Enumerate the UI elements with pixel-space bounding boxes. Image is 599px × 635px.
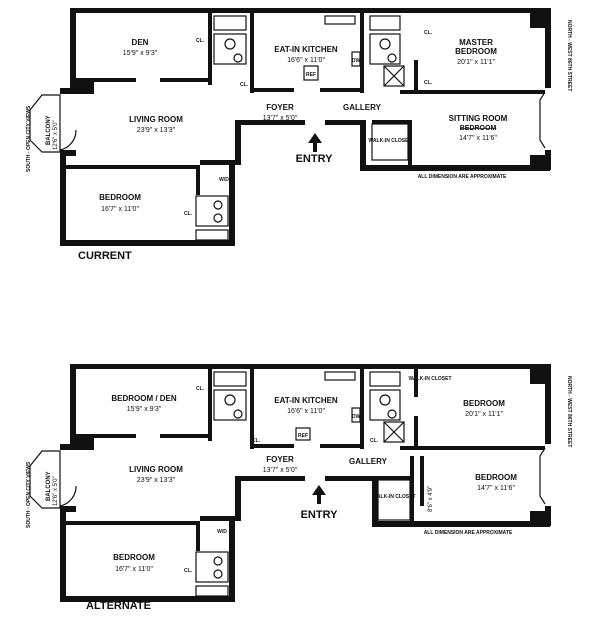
walkin-closet-box: [371, 123, 409, 161]
closet-label-4-alt: CL.: [184, 568, 193, 574]
bedroom-name: BEDROOM: [99, 193, 141, 202]
ref-label: REF: [306, 72, 316, 78]
plan-caption-alternate: ALTERNATE: [86, 600, 151, 612]
kitchen-dims-alt: 16'6" x 11'0": [287, 408, 325, 415]
south-label-alt: SOUTH - OPEN CITY VIEWS: [26, 461, 32, 528]
balcony-name: BALCONY: [46, 115, 52, 145]
foyer-dims: 13'7" x 5'0": [263, 115, 298, 122]
entry-arrow-alt: [312, 485, 326, 504]
balcony-name-alt: BALCONY: [46, 471, 52, 501]
outer-walls: [60, 8, 551, 246]
kitchen-name-alt: EAT-IN KITCHEN: [274, 396, 338, 405]
bedroom-name-alt: BEDROOM: [113, 553, 155, 562]
entry-label-alt: ENTRY: [301, 509, 339, 521]
bay-window: [539, 91, 546, 149]
closet-label-2-alt: CL.: [252, 438, 261, 444]
south-label: SOUTH - OPEN CITY VIEWS: [26, 105, 32, 172]
north-label: NORTH - WEST 86TH STREET: [566, 20, 572, 91]
closet-label-3-alt: CL.: [370, 438, 379, 444]
balcony: [29, 94, 77, 153]
den-name-alt: BEDROOM / DEN: [111, 394, 177, 403]
entry-label: ENTRY: [296, 153, 334, 165]
master-name-alt: BEDROOM: [463, 399, 505, 408]
bedroom-dims-alt: 16'7" x 11'0": [115, 566, 153, 573]
closet-label-3: CL.: [424, 80, 433, 86]
sitting-dims: 14'7" x 11'6": [459, 135, 497, 142]
sitting-name: SITTING ROOM: [449, 114, 508, 123]
closet-label-2: CL.: [424, 30, 433, 36]
sitting-name-alt: BEDROOM: [475, 473, 517, 482]
living-dims: 23'9" x 13'3": [137, 127, 176, 134]
closet-label-1-alt: CL.: [196, 386, 205, 392]
living-dims-alt: 23'9" x 13'3": [137, 477, 176, 484]
plan-current: SOUTH - OPEN CITY VIEWS NORTH - WEST 86T…: [26, 8, 572, 262]
approx-note-alt: ALL DIMENSION ARE APPROXIMATE: [424, 530, 513, 536]
closet-label-5: CL.: [184, 211, 193, 217]
den-name: DEN: [132, 38, 149, 47]
living-name-alt: LIVING ROOM: [129, 465, 183, 474]
north-label-alt: NORTH - WEST 86TH STREET: [566, 376, 572, 447]
walkin-closet-box-alt: [377, 479, 411, 521]
gallery-label-alt: GALLERY: [349, 457, 388, 466]
foyer-name: FOYER: [266, 103, 294, 112]
balcony-dims: 12'6" x 5'0": [53, 120, 59, 150]
fixtures-alt: [195, 371, 405, 597]
entry-arrow: [308, 133, 322, 152]
kitchen-dims: 16'6" x 11'0": [287, 57, 325, 64]
interior-walls-alt: [66, 369, 545, 551]
master-dims-alt: 20'1" x 11'1": [465, 411, 503, 418]
den-dims: 15'9" x 9'3": [123, 50, 158, 57]
living-name: LIVING ROOM: [129, 115, 183, 124]
master-name-2: BEDROOM: [455, 47, 497, 56]
ref-label-alt: REF: [298, 433, 308, 439]
walkin-label-alt: WALK-IN CLOSET: [372, 494, 415, 500]
sitting-name-2: BEDROOM: [460, 125, 497, 132]
interior-walls: [66, 13, 545, 195]
closet-label-1: CL.: [196, 38, 205, 44]
kitchen-name: EAT-IN KITCHEN: [274, 45, 338, 54]
fixtures: [195, 15, 405, 241]
bedroom-dims: 16'7" x 11'0": [101, 206, 139, 213]
balcony-dims-alt: 12'6" x 5'0": [53, 476, 59, 506]
dw-label-alt: DW: [352, 414, 361, 420]
extra-dims-alt: 8'6" x 4'9": [428, 486, 434, 512]
outer-walls-alt: [60, 364, 551, 602]
plan-alternate: SOUTH - OPEN CITY VIEWS NORTH - WEST 86T…: [26, 364, 572, 612]
master-name: MASTER: [459, 38, 493, 47]
balcony-alt: [29, 450, 77, 509]
walkin-label-2-alt: WALK-IN CLOSET: [408, 376, 451, 382]
master-dims: 20'1" x 11'1": [457, 59, 495, 66]
sitting-dims-alt: 14'7" x 11'6": [477, 485, 515, 492]
plan-caption-current: CURRENT: [78, 250, 132, 262]
approx-note: ALL DIMENSION ARE APPROXIMATE: [418, 174, 507, 180]
bay-window-alt: [539, 447, 546, 505]
walkin-label: WALK-IN CLOSET: [368, 138, 411, 144]
wd-label: W/D: [219, 177, 229, 183]
foyer-name-alt: FOYER: [266, 455, 294, 464]
dw-label: DW: [352, 58, 361, 64]
den-dims-alt: 15'9" x 9'3": [127, 406, 162, 413]
closet-label-4: CL.: [240, 82, 249, 88]
foyer-dims-alt: 13'7" x 5'0": [263, 467, 298, 474]
gallery-label: GALLERY: [343, 103, 382, 112]
wd-label-alt: W/D: [217, 529, 227, 535]
